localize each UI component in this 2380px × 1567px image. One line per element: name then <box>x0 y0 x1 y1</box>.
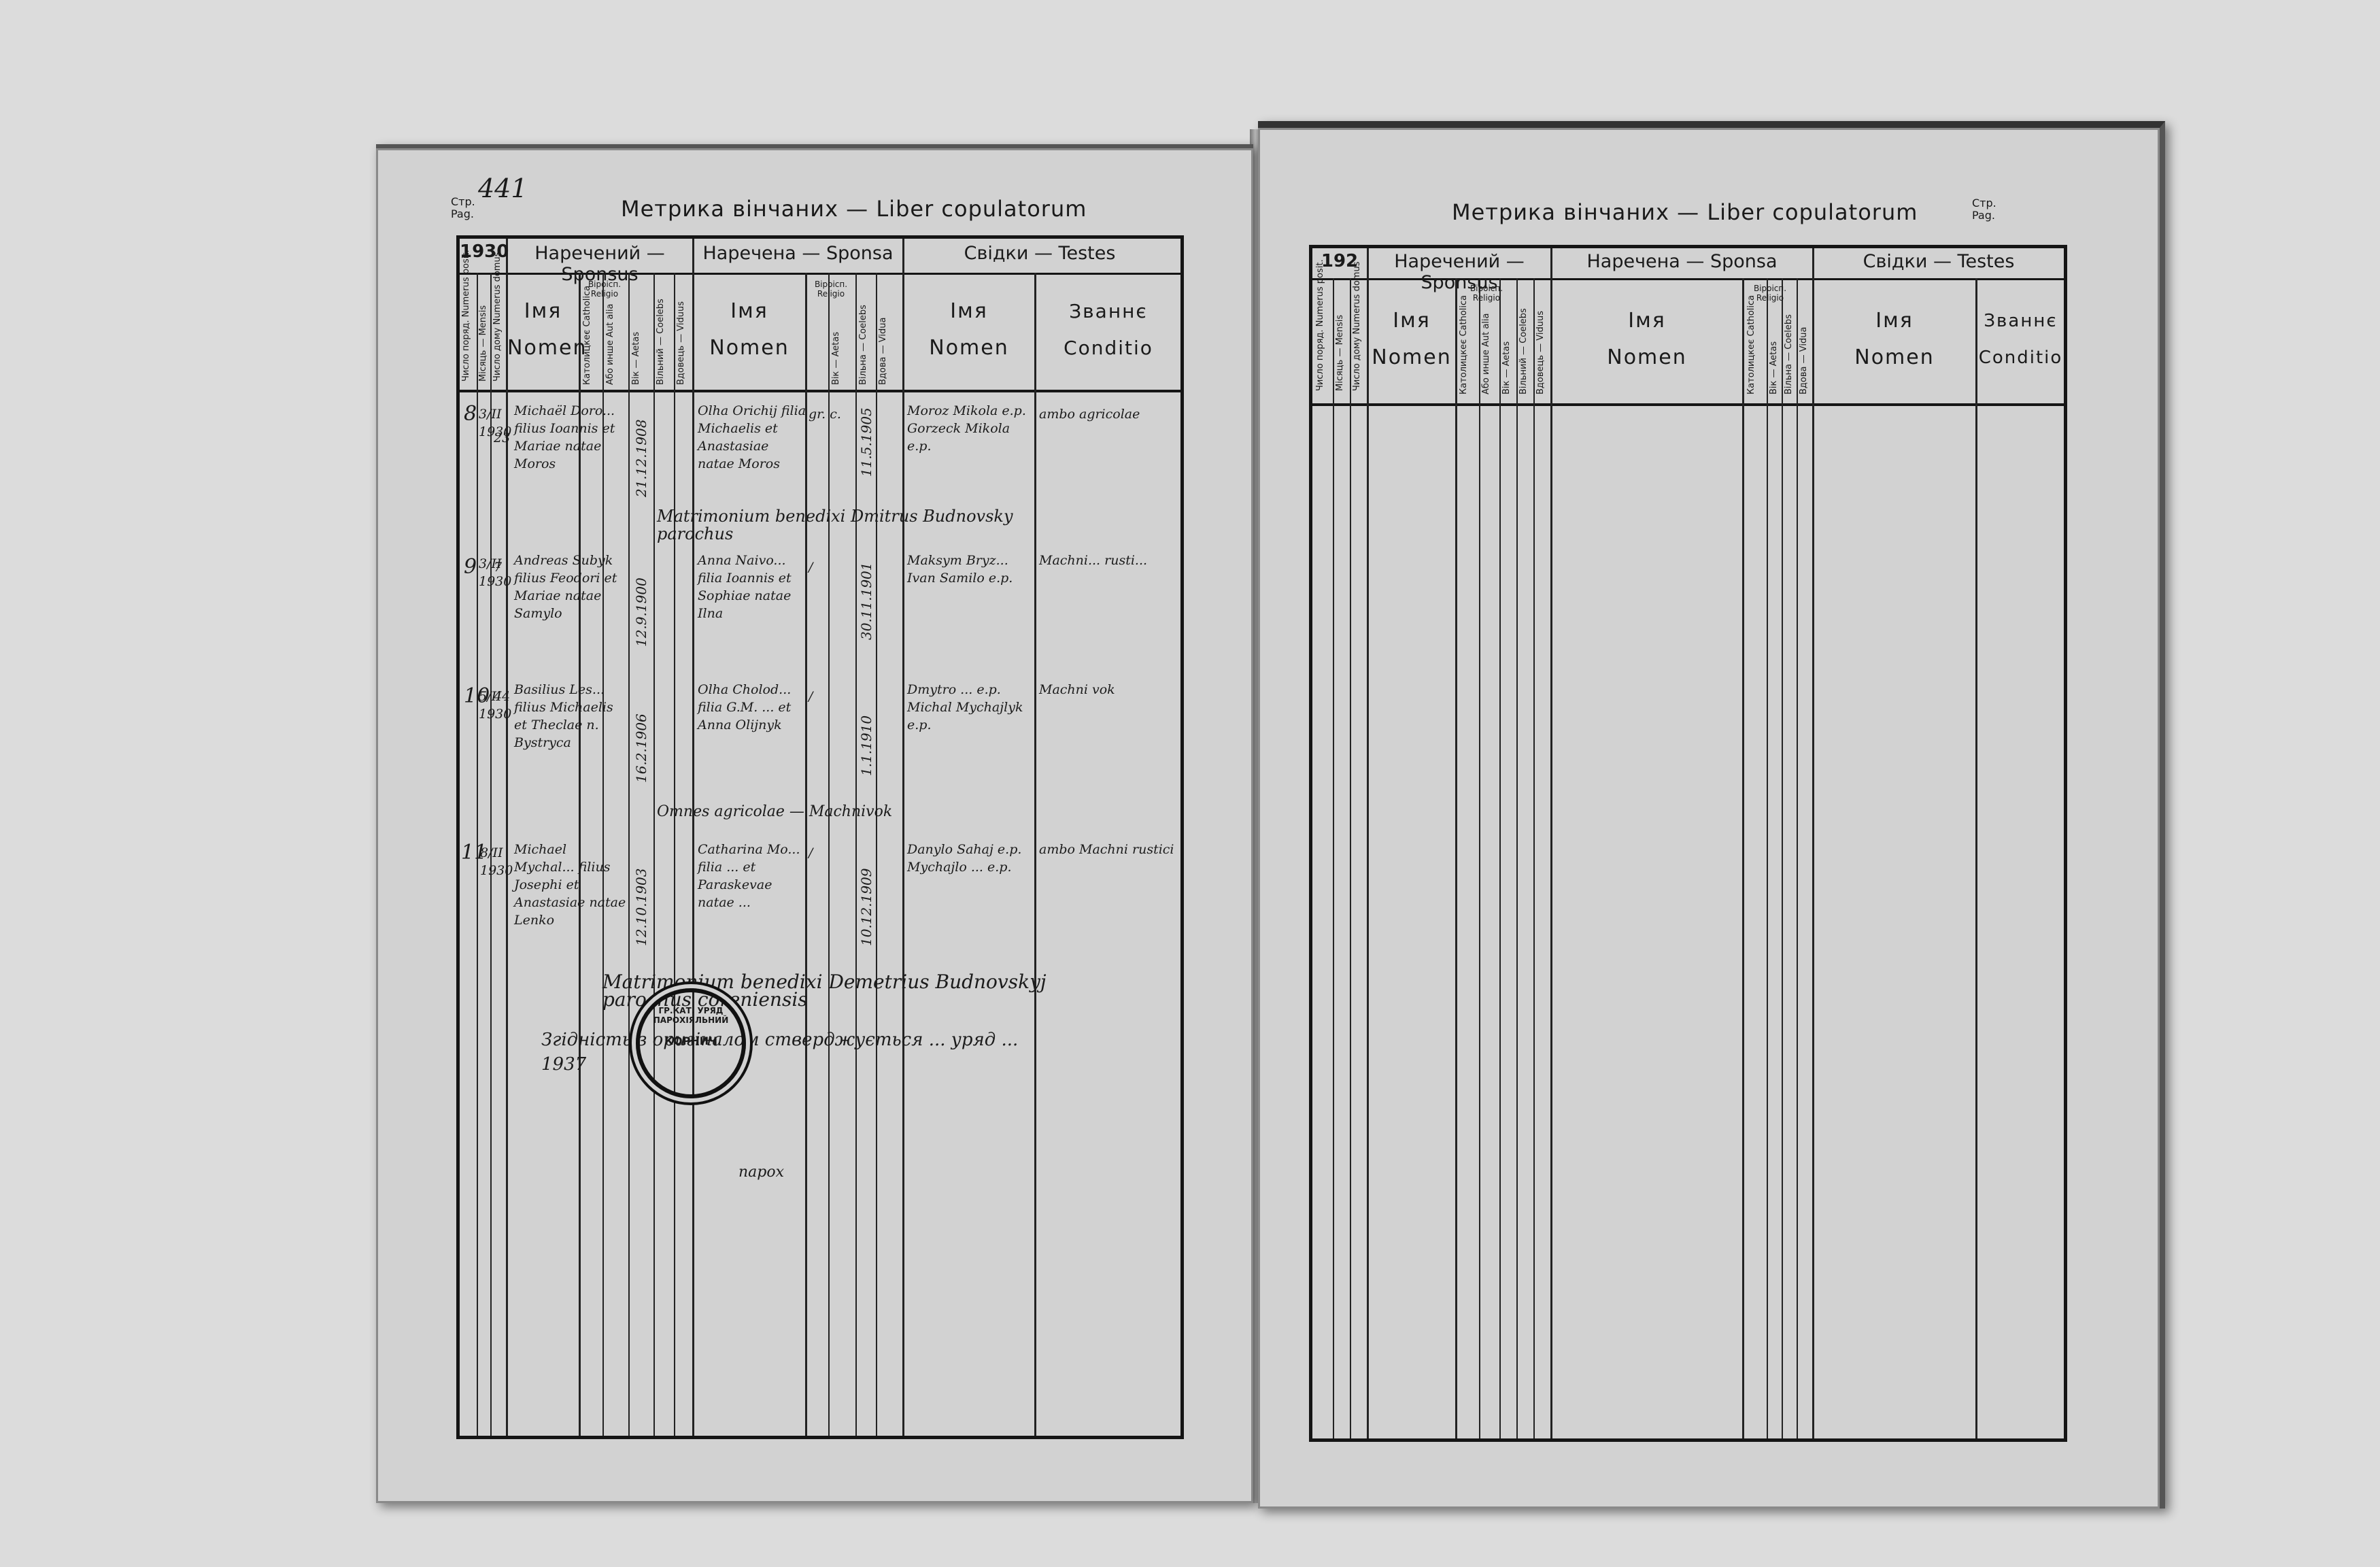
entry-religio: / <box>809 560 813 575</box>
group-sponsus: Наречений — Sponsus <box>534 243 665 285</box>
col-mensis: Місяць — Mensis <box>478 305 488 382</box>
right-page: Метрика вінчаних — Liber copulatorum Стр… <box>1258 121 2165 1509</box>
entry-sponsa: Olha Cholod... filia G.M. ... et Anna Ol… <box>698 682 792 732</box>
entry-sponsus: Basilius Les... filius Michaelis et Thec… <box>514 682 613 750</box>
page-title: Метрика вінчаних — Liber copulatorum <box>1452 199 1918 225</box>
entry-domus: 7 <box>494 560 503 575</box>
col-vidua: Вдова — Vidua <box>878 317 888 385</box>
left-page: Стр.Pag. 441 Метрика вінчаних — Liber co… <box>376 144 1253 1503</box>
pageno-label: Стр.Pag. <box>451 195 475 220</box>
entry-sponsus: Michaël Doro... filius Ioannis et Mariae… <box>514 403 615 471</box>
entry-date: 8/II 1930 <box>480 845 513 878</box>
year-cell: 192 <box>1321 251 1359 271</box>
col-aetas-sponsa: Вік — Aetas <box>831 331 841 385</box>
col-coelebs: Вільний — Coelebs <box>656 299 666 385</box>
entry-conditio: Machni... rusti... <box>1039 553 1148 568</box>
entry-religio: / <box>809 845 813 860</box>
entry-conditio: ambo Machni rustici <box>1039 842 1174 857</box>
entry-sponsa-age: 30.11.1901 <box>858 562 874 640</box>
entry-religio: / <box>809 689 813 704</box>
year-cell: 1930 <box>460 241 509 262</box>
note-line: Omnes agricolae — Machnivok <box>657 803 893 820</box>
entry-sponsa-age: 10.12.1909 <box>858 868 874 946</box>
entry-num: 9 <box>464 555 477 579</box>
pageno-label: Стр.Pag. <box>1972 197 1996 222</box>
col-aetas-sponsa: Вік — Aetas <box>1769 341 1779 394</box>
entry-date: 3/II 1930 <box>479 407 512 439</box>
col-numerus: Число поряд. Numerus posit. <box>1315 259 1325 391</box>
col-coelebs: Вільний — Coelebs <box>1518 308 1529 394</box>
entry-sponsus: Michael Mychal... filius Josephi et Anas… <box>514 842 626 928</box>
parish-seal: ГР.КАТ. УРЯД ПАРОХІЯЛЬНИЙ КОРНИЧ <box>636 988 746 1098</box>
col-catholica: Католицкеє Catholica <box>582 285 592 385</box>
entry-date: 3/II 1930 <box>479 556 512 589</box>
entry-conditio: Machni vok <box>1039 682 1115 697</box>
entry-testes: Dmytro ... e.p. Michal Mychajlyk e.p. <box>907 682 1023 732</box>
note-line: Matrimonium benedixi Dmitrus Budnovsky p… <box>657 507 1013 543</box>
entry-num: 11 <box>461 841 488 864</box>
col-mensis: Місяць — Mensis <box>1335 314 1345 391</box>
col-aetas: Вік — Aetas <box>1501 341 1512 394</box>
entry-sponsus-age: 16.2.1906 <box>633 713 649 783</box>
entry-date: 5/II 1930 <box>479 689 512 722</box>
entry-domus: 23 <box>494 431 511 445</box>
entry-sponsus-age: 12.10.1903 <box>633 868 649 946</box>
col-numerus: Число поряд. Numerus posit. <box>461 250 471 382</box>
group-testes: Свідки — Testes <box>1863 251 2015 272</box>
parokh-signature: парох <box>738 1164 785 1181</box>
col-coeleba: Вільна — Coelebs <box>1784 314 1794 394</box>
entry-domus: 44 <box>494 689 511 704</box>
group-sponsa: Наречена — Sponsa <box>702 243 894 264</box>
entry-testes: Moroz Mikola e.p. Gorzeck Mikola e.p. <box>907 403 1026 454</box>
entry-sponsa-age: 1.1.1910 <box>858 715 874 776</box>
col-catholica: Католицкеє Catholica <box>1459 294 1469 394</box>
group-sponsa: Наречена — Sponsa <box>1586 251 1778 272</box>
col-aetas: Вік — Aetas <box>631 331 641 385</box>
certification-note: Згідність з оригіналом стверджується ...… <box>541 1030 1019 1075</box>
religio-header-sponsa: Віроісп. Religio <box>814 280 848 299</box>
entry-sponsus: Andreas Subyk filius Feodori et Mariae n… <box>514 553 617 621</box>
col-vidua: Вдова — Vidua <box>1799 326 1809 394</box>
col-coeleba: Вільна — Coelebs <box>858 305 868 385</box>
entry-testes: Danylo Sahaj e.p. Mychajlo ... e.p. <box>907 842 1022 875</box>
col-domus: Число дому Numerus domus <box>492 252 503 382</box>
religio-header-sponsus: Віроісп. Religio <box>588 280 622 299</box>
register-table: 192 Наречений — Sponsus Наречена — Spons… <box>1309 245 2067 1442</box>
col-aut: Або инше Aut alia <box>605 303 615 386</box>
group-sponsus: Наречений — Sponsus <box>1394 251 1525 293</box>
entry-sponsa: Catharina Mo... filia ... et Paraskevae … <box>698 842 800 910</box>
group-testes: Свідки — Testes <box>964 243 1116 264</box>
col-viduus: Вдовець — Viduus <box>676 301 686 385</box>
entry-num: 8 <box>464 402 477 426</box>
entry-conditio: ambo agricolae <box>1039 407 1140 422</box>
entry-num: 10 <box>464 684 490 708</box>
religio-header-sponsus: Віроісп. Religio <box>1469 284 1503 303</box>
register-table: 1930 Наречений — Sponsus Наречена — Spon… <box>456 235 1184 1439</box>
religio-header-sponsa: Віроісп. Religio <box>1753 284 1787 303</box>
entry-sponsus-age: 21.12.1908 <box>633 419 649 497</box>
pageno-value: 441 <box>478 173 528 203</box>
col-catholica-sponsa: Католицкеє Catholica <box>1746 294 1756 394</box>
page-title: Метрика вінчаних — Liber copulatorum <box>621 196 1087 222</box>
entry-sponsa: Anna Naivo... filia Ioannis et Sophiae n… <box>698 553 792 621</box>
entry-religio: gr. c. <box>809 407 841 422</box>
entry-testes: Maksym Bryz... Ivan Samilo e.p. <box>907 553 1013 586</box>
col-aut: Або инше Aut alia <box>1481 313 1491 395</box>
entry-sponsa: Olha Orichij filia Michaelis et Anastasi… <box>698 403 806 471</box>
entry-sponsus-age: 12.9.1900 <box>633 577 649 647</box>
entry-sponsa-age: 11.5.1905 <box>858 407 874 477</box>
col-domus: Число дому Numerus domus <box>1352 261 1362 391</box>
col-viduus: Вдовець — Viduus <box>1535 310 1546 394</box>
